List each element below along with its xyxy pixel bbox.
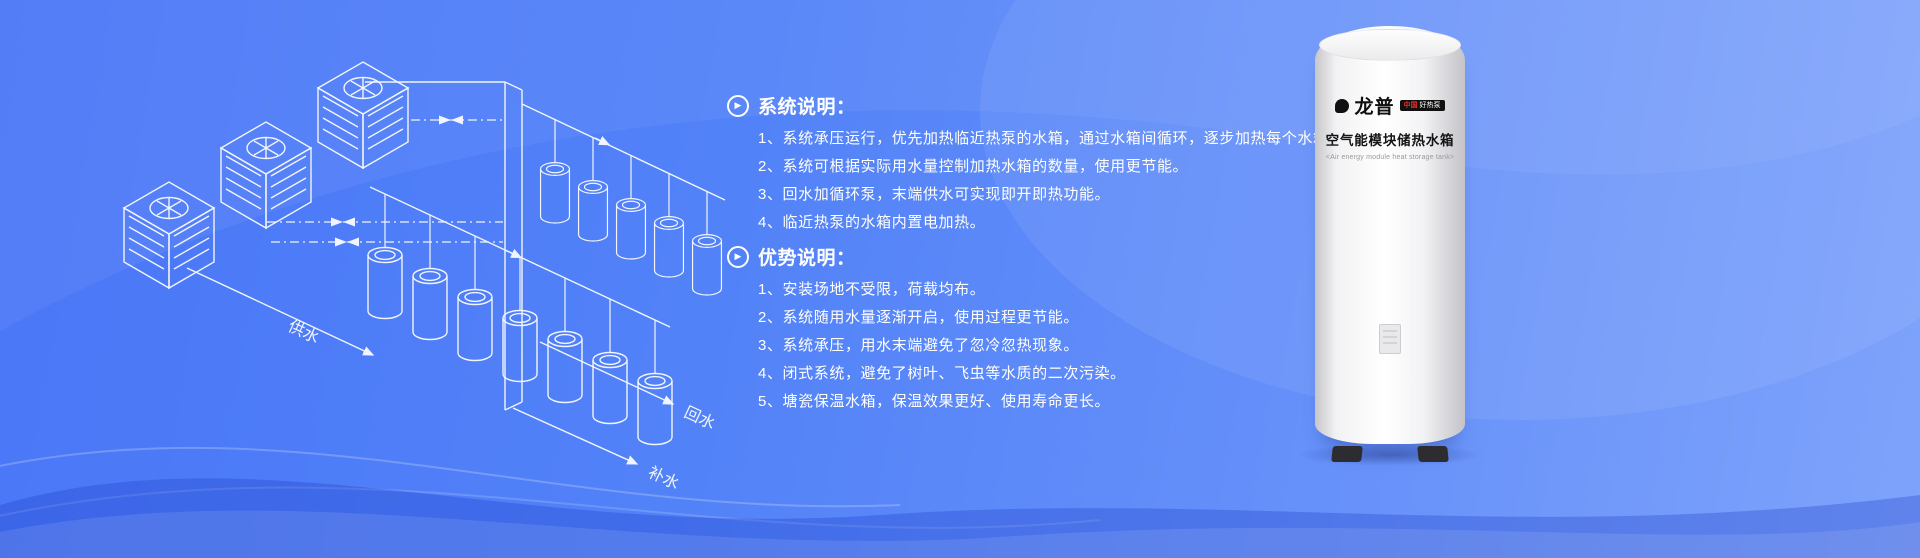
heat-pump-unit	[123, 181, 215, 289]
heat-pump-unit	[317, 61, 409, 169]
description-panel: ▶ 系统说明： 1、系统承压运行，优先加热临近热泵的水箱，通过水箱间循环，逐步加…	[727, 84, 1345, 422]
storage-tank	[637, 372, 673, 446]
heat-pump-unit	[220, 121, 312, 229]
list-item: 4、闭式系统，避免了树叶、飞虫等水质的二次污染。	[758, 365, 1126, 382]
makeup-water-label: 补水	[645, 463, 682, 493]
brand-name: 龙普	[1354, 97, 1395, 118]
circle-arrow-icon: ▶	[727, 94, 749, 117]
rating-plate	[1379, 324, 1401, 354]
list-item: 5、塘瓷保温水箱，保温效果更好、使用寿命更长。	[758, 393, 1111, 410]
valve-icon	[335, 237, 359, 247]
storage-tank	[539, 162, 571, 224]
list-item: 2、系统可根据实际用水量控制加热水箱的数量，使用更节能。	[758, 158, 1189, 175]
schematic-linework: 供水 回水 补水	[123, 61, 726, 493]
valve-icon	[331, 217, 355, 227]
product-name-en: <Air energy module heat storage tank>	[1325, 154, 1455, 161]
tank-shadow	[1296, 444, 1484, 466]
tank-body: 龙普 中国 好热泵 空气能模块储热水箱 <Air energy module h…	[1315, 26, 1465, 444]
storage-tank	[547, 330, 583, 404]
badge-text: 好热泵	[1419, 102, 1441, 109]
tank-foot	[1417, 446, 1449, 462]
tank-lid	[1319, 29, 1461, 61]
list-item: 3、系统承压，用水末端避免了忽冷忽热现象。	[758, 337, 1079, 354]
section-title: 系统说明：	[758, 97, 856, 118]
storage-tank	[412, 267, 448, 341]
advantage-notes-list: 1、安装场地不受限，荷载均布。 2、系统随用水量逐渐开启，使用过程更节能。 3、系统…	[758, 282, 1312, 409]
section-heading-advantages: ▶ 优势说明：	[727, 243, 1312, 270]
tank-foot	[1331, 446, 1363, 462]
section-heading-system: ▶ 系统说明：	[727, 92, 1312, 119]
brand-badge: 中国 好热泵	[1399, 100, 1445, 111]
list-item: 1、安装场地不受限，荷载均布。	[758, 281, 986, 298]
storage-tank	[367, 246, 403, 320]
storage-tank	[615, 198, 647, 260]
product-name: 空气能模块储热水箱	[1325, 133, 1455, 148]
brand-row: 龙普 中国 好热泵	[1315, 92, 1465, 119]
storage-tank	[653, 216, 685, 278]
storage-tank	[691, 234, 723, 296]
system-schematic-diagram: 供水 回水 补水	[123, 61, 726, 493]
brand-logo-icon	[1335, 98, 1350, 113]
badge-prefix: 中国	[1403, 102, 1418, 109]
list-item: 3、回水加循环泵，末端供水可实现即开即热功能。	[758, 186, 1111, 203]
return-water-label: 回水	[681, 403, 718, 433]
circle-arrow-icon: ▶	[727, 245, 749, 268]
storage-tank	[457, 288, 493, 362]
storage-tank	[592, 351, 628, 425]
list-item: 1、系统承压运行，优先加热临近热泵的水箱，通过水箱间循环，逐步加热每个水箱。	[758, 130, 1345, 147]
storage-tank	[577, 180, 609, 242]
tank-label: 龙普 中国 好热泵 空气能模块储热水箱 <Air energy module h…	[1315, 92, 1465, 161]
product-water-tank: 龙普 中国 好热泵 空气能模块储热水箱 <Air energy module h…	[1296, 26, 1484, 466]
storage-tank	[502, 309, 538, 383]
list-item: 4、临近热泵的水箱内置电加热。	[758, 214, 986, 231]
list-item: 2、系统随用水量逐渐开启，使用过程更节能。	[758, 309, 1079, 326]
system-notes-list: 1、系统承压运行，优先加热临近热泵的水箱，通过水箱间循环，逐步加热每个水箱。 2、…	[758, 130, 1345, 231]
valve-icon	[439, 115, 463, 125]
section-title: 优势说明：	[758, 248, 856, 269]
